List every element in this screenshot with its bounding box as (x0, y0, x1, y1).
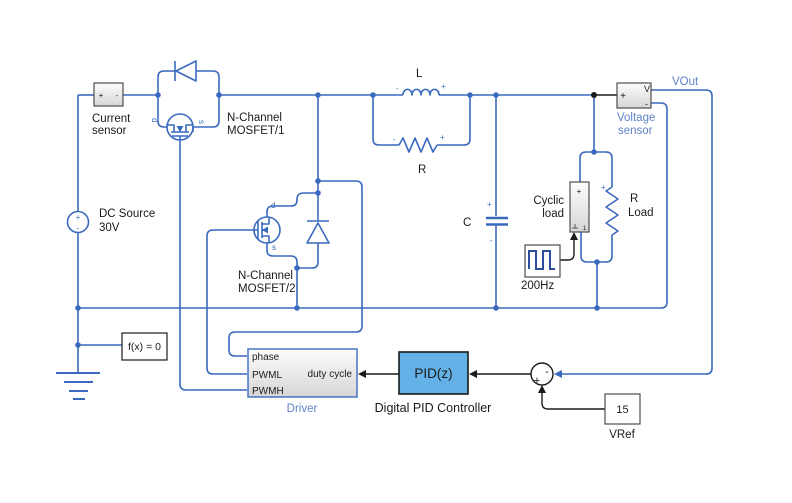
voltage-sensor-block[interactable] (616, 82, 652, 109)
inductor-label: L (416, 68, 423, 80)
voltage-sensor-v-port: V (644, 84, 650, 94)
current-sensor-plus-sign: + (99, 91, 104, 100)
inductor-coil[interactable] (402, 88, 440, 96)
snubber-r-label: R (418, 164, 426, 176)
wire-diode2-bottom[interactable] (297, 243, 319, 269)
mosfet1-label-line2: MOSFET/1 (227, 125, 285, 137)
capacitor-label: C (463, 217, 471, 229)
solver-configuration-text: f(x) = 0 (128, 341, 161, 353)
vref-value: 15 (616, 404, 628, 416)
cyclic-load-label-line2: load (542, 208, 564, 220)
wire-rload-bottom[interactable] (597, 235, 613, 263)
snubber-plus-sign: + (440, 133, 445, 142)
vref-arrowhead (538, 385, 546, 393)
mosfet2-s-port-label: s (272, 243, 276, 252)
current-sensor-block[interactable] (93, 82, 124, 107)
snubber-resistor-zigzag[interactable] (398, 137, 438, 153)
sum-minus-sign: - (545, 366, 549, 378)
wire-pulse-to-cyclic[interactable] (560, 240, 575, 261)
driver-port-duty-cycle: duty cycle (308, 369, 353, 380)
cyclic-load-port-one: 1 (583, 226, 587, 232)
diode2-block[interactable] (306, 220, 330, 244)
wire-cyclic-bottom[interactable] (580, 232, 597, 263)
voltage-sensor-minus-sign: - (645, 99, 648, 109)
rload-label-line2: Load (628, 207, 654, 219)
mosfet1-s-port-label: s (197, 120, 206, 124)
pid-caption-label: Digital PID Controller (375, 401, 492, 415)
pid-controller-block[interactable] (398, 351, 469, 395)
snubber-minus-sign: - (393, 135, 396, 144)
voltage-sensor-label-line1: Voltage (617, 112, 655, 124)
mosfet1-block[interactable] (166, 113, 194, 141)
vout-signal-label: VOut (672, 76, 699, 88)
rload-plus-sign: + (601, 183, 606, 192)
wire-pwmh-gate1[interactable] (179, 140, 247, 391)
current-sensor-label-line1: Current (92, 113, 131, 125)
pid-to-driver-arrowhead (358, 370, 366, 378)
square-wave-icon (528, 250, 555, 270)
wire-mosfet1-left[interactable] (157, 95, 167, 128)
cyclic-load-plus-sign: + (577, 187, 582, 196)
sum-plus-sign: + (534, 375, 540, 387)
sum-to-pid-arrowhead (469, 370, 477, 378)
pulse-arrowhead (570, 232, 578, 240)
driver-port-pwmh: PWMH (252, 386, 284, 397)
wire-mosfet2-drain[interactable] (266, 192, 318, 217)
wire-vout-feedback[interactable] (561, 89, 713, 375)
driver-block[interactable] (247, 348, 358, 398)
rload-label-line1: R (630, 193, 638, 205)
wire-pwml-gate2[interactable] (206, 229, 254, 375)
dc-source-label-line1: DC Source (99, 208, 155, 220)
dc-source-plus-sign: + (76, 213, 81, 222)
vout-feedback-arrowhead (554, 370, 562, 378)
inductor-minus-sign: - (396, 84, 399, 93)
mosfet2-d-port-label: d (271, 201, 275, 210)
junction-dots (75, 92, 600, 348)
voltage-sensor-plus-sign: + (620, 91, 626, 102)
diode1-block[interactable] (174, 60, 197, 82)
dc-source-block[interactable] (66, 210, 90, 234)
mosfet1-label-line1: N-Channel (227, 112, 282, 124)
cyclic-load-label-line1: Cyclic (533, 195, 564, 207)
capacitor-plus-sign: + (487, 200, 492, 209)
current-sensor-label-line2: sensor (92, 125, 127, 137)
sum-block[interactable] (530, 362, 554, 386)
mosfet2-label-line1: N-Channel (238, 270, 293, 282)
driver-label: Driver (287, 403, 318, 415)
wire-vref-to-sum[interactable] (541, 393, 605, 410)
wire-mosfet1-right[interactable] (193, 95, 220, 128)
driver-port-phase: phase (252, 352, 280, 363)
pulse-generator-label: 200Hz (521, 280, 554, 292)
ground-icon[interactable] (56, 372, 100, 400)
current-sensor-minus-sign: - (116, 91, 119, 100)
wire-cyclic-top[interactable] (579, 151, 594, 182)
dc-source-label-line2: 30V (99, 222, 120, 234)
pid-block-text: PID(z) (414, 366, 452, 381)
mosfet2-label-line2: MOSFET/2 (238, 283, 296, 295)
mosfet2-block[interactable] (253, 216, 281, 244)
wire-snubber-left[interactable] (372, 95, 399, 146)
inductor-plus-sign: + (441, 82, 446, 91)
cyclic-load-block[interactable] (569, 181, 590, 233)
voltage-sensor-label-line2: sensor (618, 125, 653, 137)
wire-phase-route[interactable] (228, 180, 363, 357)
vref-label: VRef (609, 429, 635, 441)
wire-snubber-right[interactable] (437, 95, 471, 146)
mosfet1-d-port-label: d (150, 118, 159, 122)
rload-resistor-zigzag[interactable] (605, 186, 619, 236)
wire-rload-top[interactable] (594, 151, 613, 187)
capacitor-block[interactable] (486, 216, 508, 226)
driver-port-pwml: PWML (252, 370, 282, 381)
capacitor-minus-sign: - (490, 236, 493, 245)
vref-constant-block[interactable] (604, 393, 641, 425)
solver-configuration-block[interactable] (121, 332, 168, 361)
cyclic-load-ref-icon (572, 224, 578, 229)
wire-mosfet2-source[interactable] (266, 243, 298, 268)
wire-ground-bus[interactable] (78, 102, 668, 309)
dc-source-minus-sign: - (77, 224, 80, 233)
